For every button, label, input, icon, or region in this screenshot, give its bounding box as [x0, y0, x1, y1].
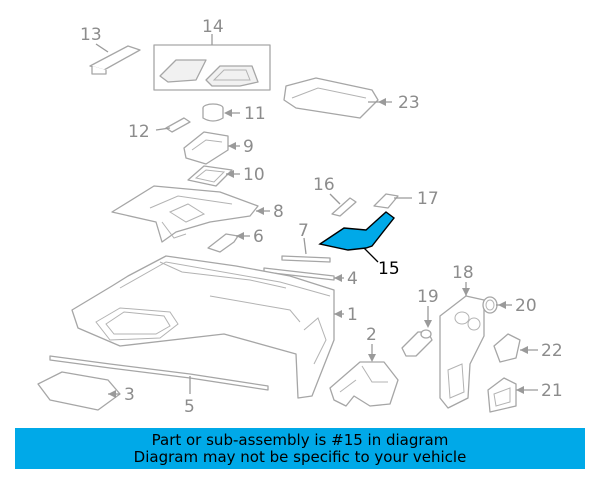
part-5-long-trim[interactable] — [49, 355, 269, 391]
callout-9: 9 — [243, 137, 254, 157]
callout-18: 18 — [452, 263, 474, 283]
part-10-bezel[interactable] — [187, 165, 233, 187]
part-18-rear-panel[interactable] — [439, 295, 485, 409]
callout-20: 20 — [515, 296, 537, 316]
callout-7: 7 — [298, 221, 309, 241]
callout-16: 16 — [313, 175, 335, 195]
part-6-bracket[interactable] — [207, 233, 239, 253]
part-1-console-body[interactable] — [71, 255, 335, 399]
callout-2: 2 — [366, 325, 377, 345]
callout-19: 19 — [417, 287, 439, 307]
part-20-ring[interactable] — [482, 296, 498, 314]
callout-22: 22 — [541, 341, 563, 361]
callout-15: 15 — [378, 259, 400, 279]
banner-line-part-number: Part or sub-assembly is #15 in diagram — [151, 430, 449, 449]
part-3-mat[interactable] — [37, 371, 121, 411]
callout-10: 10 — [243, 165, 265, 185]
part-2-bracket[interactable] — [329, 361, 399, 407]
info-banner: Part or sub-assembly is #15 in diagram D… — [15, 428, 585, 469]
part-21-outlet[interactable] — [487, 377, 517, 413]
leader-lines — [95, 34, 538, 398]
callout-23: 23 — [398, 93, 420, 113]
callout-3: 3 — [124, 385, 135, 405]
callout-1: 1 — [347, 305, 358, 325]
part-13-bracket[interactable] — [89, 45, 141, 75]
banner-line-disclaimer: Diagram may not be specific to your vehi… — [133, 447, 467, 466]
part-17-clip[interactable] — [373, 193, 399, 209]
part-15-highlighted-mat[interactable] — [318, 211, 395, 251]
part-12-clip[interactable] — [165, 117, 191, 133]
callout-21: 21 — [541, 381, 563, 401]
part-7-trim-strip[interactable] — [281, 255, 331, 263]
callout-5: 5 — [184, 397, 195, 417]
part-23-armrest-lid[interactable] — [283, 77, 379, 119]
part-22-switch[interactable] — [493, 333, 521, 363]
exploded-parts-diagram: 13 14 23 11 12 9 10 8 6 16 17 7 15 4 1 1… — [37, 17, 563, 417]
callout-4: 4 — [347, 269, 358, 289]
part-11-cup-insert[interactable] — [202, 103, 224, 122]
callout-6: 6 — [253, 227, 264, 247]
callout-8: 8 — [273, 202, 284, 222]
callout-17: 17 — [417, 189, 439, 209]
callout-13: 13 — [80, 25, 102, 45]
callout-14: 14 — [202, 17, 224, 37]
part-14-tray-mat[interactable] — [153, 44, 271, 91]
part-16-clip[interactable] — [331, 197, 357, 217]
part-8-upper-trim[interactable] — [111, 185, 259, 243]
part-19-knob[interactable] — [401, 329, 433, 357]
part-9-bin[interactable] — [183, 131, 229, 165]
callout-12: 12 — [128, 122, 150, 142]
callout-11: 11 — [244, 104, 266, 124]
